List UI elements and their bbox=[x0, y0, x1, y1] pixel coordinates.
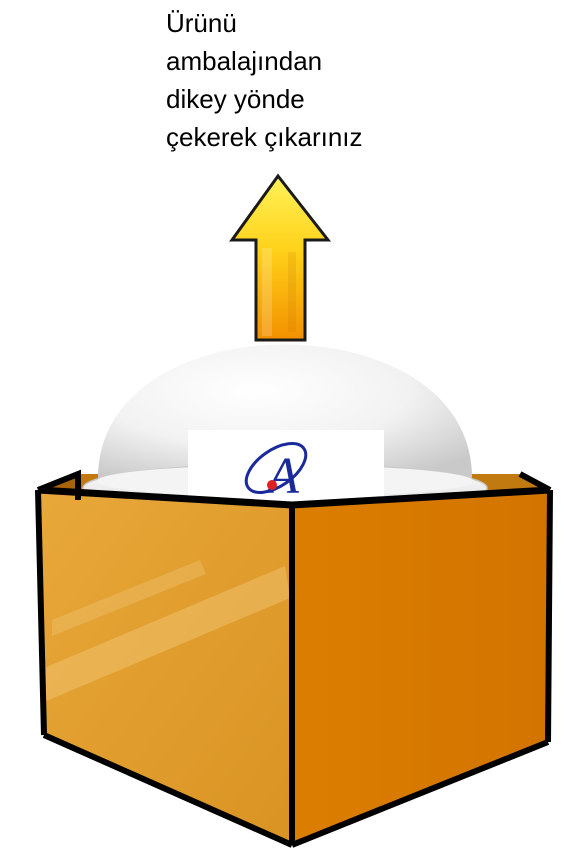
logo-letter: A bbox=[264, 448, 299, 505]
cardboard-box-icon bbox=[38, 474, 550, 845]
up-arrow-icon bbox=[232, 176, 328, 340]
